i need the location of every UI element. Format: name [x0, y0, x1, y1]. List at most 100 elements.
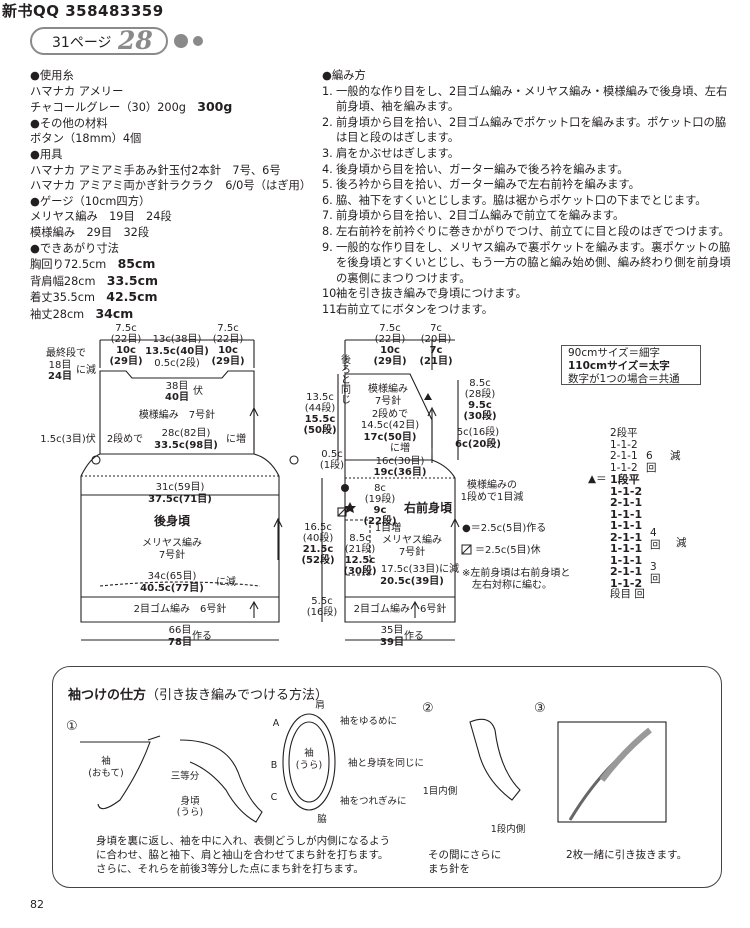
sleeve-label: (おもて) — [88, 768, 124, 779]
armhole-oval — [282, 713, 336, 811]
dim-label: (29目) — [109, 355, 142, 367]
dec-row: 1-1-1 — [610, 507, 643, 521]
back-yoke-outline — [99, 370, 255, 455]
side-label: 脇 — [317, 814, 327, 825]
cast-label: 35目 — [381, 625, 404, 636]
page-number: 82 — [30, 898, 44, 911]
step-text: 前身頃から目を拾い、2目ゴム編みで前立てを編みます。 — [336, 209, 625, 223]
dim-label: 5c(16段) — [457, 425, 499, 438]
dec-row: 2-1-1 — [610, 496, 643, 509]
material-text: 背肩幅28cm — [30, 274, 107, 288]
point-label: A — [273, 718, 280, 729]
cast-label: 66目 — [169, 625, 192, 636]
armhole-curve — [80, 453, 280, 477]
dec-row: 2段平 — [610, 427, 638, 439]
step-number: 7. — [322, 209, 333, 223]
material-line: メリヤス編み 19目 24段 — [30, 209, 311, 225]
dim-label: 7.5c — [379, 323, 400, 334]
dec-label: 減 — [676, 537, 687, 549]
pattern-label: 模様編み — [368, 382, 408, 395]
step-text: 後ろ衿から目を拾い、ガーター編みで左右前衿を編みます。 — [336, 178, 640, 192]
material-text: ボタン（18mm）4個 — [30, 132, 142, 146]
material-text: ●できあがり寸法 — [30, 241, 119, 255]
step-text: 肩をかぶせはぎします。 — [336, 146, 460, 160]
dim-label: 5.5c — [311, 596, 332, 607]
material-line: ●用具 — [30, 147, 311, 163]
dim-label: 9.5c — [468, 400, 492, 411]
pocket-label: (22段) — [363, 514, 396, 527]
material-size-110: 34cm — [95, 305, 134, 321]
marker-circle — [91, 455, 101, 465]
step2-caption: その間にさらに まち針を — [428, 848, 501, 876]
star-mark-icon — [344, 502, 356, 513]
pocket-label: 8c — [374, 483, 386, 494]
step-number: 11. — [322, 302, 340, 316]
knitting-diagram: 7.5c (22目) 10c (29目) 13c(38目) 13.5c(40目)… — [40, 323, 570, 648]
inside-label: 1段内側 — [491, 823, 526, 835]
material-line: 胸回り72.5cm 85cm — [30, 256, 311, 273]
dim-label: 6c(20段) — [455, 437, 501, 450]
material-text: ●使用糸 — [30, 69, 74, 82]
width-label: 16c(30目) — [376, 456, 425, 467]
pattern-number: 28 — [118, 26, 153, 55]
dim-label: (30段) — [463, 409, 496, 422]
body-shape — [179, 739, 263, 823]
body-label: (うら) — [177, 807, 203, 818]
cast-label: 78目 — [168, 636, 192, 648]
arrow-head — [410, 600, 420, 610]
side-label: 1.5c(3目)伏 — [40, 432, 96, 445]
step-number: 5. — [322, 178, 333, 192]
dim-label: 21.5c — [303, 544, 334, 555]
width-label: 31c(59目) — [156, 482, 205, 493]
material-line: 模様編み 29目 32段 — [30, 225, 311, 241]
pocket-label: (19段) — [365, 492, 396, 505]
inside-label: 1目内側 — [423, 785, 458, 797]
note: に減 — [76, 363, 96, 376]
step-item: 6.脇、袖下をすくいとじします。脇は裾からポケット口の下までとじます。 — [322, 193, 732, 209]
step-number: 4. — [322, 162, 333, 176]
steps-list: ●編み方 1.一般的な作り目をし、2目ゴム編み・メリヤス編み・模様編みで後身頃、… — [322, 68, 732, 318]
arrow-head — [273, 517, 283, 528]
cast-off-label: 38目 — [166, 381, 189, 392]
inc-label: に増 — [390, 441, 410, 454]
qq-header: 新书QQ 358483359 — [2, 2, 164, 20]
sleeve-label: 袖 — [101, 755, 111, 767]
caption-line: まち針を — [428, 863, 470, 875]
front-title: 右前身頃 — [403, 500, 453, 515]
material-line: 背肩幅28cm 33.5cm — [30, 273, 311, 290]
sleeve-edge — [147, 735, 161, 741]
step3-caption: 2枚一緒に引き抜きます。 — [566, 849, 688, 861]
dec-label: 40.5c(77目) — [140, 582, 204, 594]
dim-label: 10c — [116, 345, 136, 356]
material-text: 胸回り72.5cm — [30, 258, 118, 272]
inc-label: 28c(82目) — [162, 428, 211, 439]
step-item: 8.左右前衿を前衿ぐりに巻きかがりでつけ、前立てに目と段のはぎでつけます。 — [322, 224, 732, 240]
stitch-label: メリヤス編み — [382, 533, 442, 546]
inc-label: 14.5c(42目) — [361, 420, 419, 431]
marker-note: ●＝2.5c(5目)作る — [462, 522, 546, 534]
back-title: 後身頃 — [154, 513, 191, 528]
caption-line: さらに、それらを前後3等分した点にまち針を打ちます。 — [96, 863, 364, 875]
rib-label: 2目ゴム編み 6号針 — [354, 602, 447, 615]
dim-label: (44段) — [305, 401, 336, 414]
dim-label: (22目) — [213, 334, 244, 345]
material-line: ●使用糸 — [30, 68, 311, 84]
step-item: 9.一般的な作り目をし、メリヤス編みで裏ポケットを編みます。裏ポケットの脇を後身… — [322, 240, 732, 287]
cast-on-mark-icon — [341, 484, 349, 492]
pocket-opening — [345, 519, 371, 576]
inc-label: 1目増 — [375, 521, 401, 534]
width-label: 19c(36目) — [374, 466, 427, 478]
dec-row: 1-1-2 — [610, 484, 643, 498]
dec-row: 1-1-1 — [610, 542, 643, 555]
step-item: 1.一般的な作り目をし、2目ゴム編み・メリヤス編み・模様編みで後身頃、左右前身頃… — [322, 84, 732, 115]
material-text: ハマナカ アメリー — [30, 84, 124, 98]
inc-label: 33.5c(98目) — [154, 439, 218, 451]
cast-label: 39目 — [380, 636, 404, 648]
marker-circle — [289, 455, 299, 465]
material-text: メリヤス編み 19目 24段 — [30, 210, 172, 224]
dot-icon — [193, 36, 203, 46]
arrow-head — [249, 406, 259, 417]
same-as-back-label: 後ろと同じ — [339, 353, 351, 404]
step-text: 一般的な作り目をし、2目ゴム編み・メリヤス編み・模様編みで後身頃、左右前身頃、袖… — [336, 84, 728, 114]
dec-row: 1-1-2 — [610, 438, 638, 451]
